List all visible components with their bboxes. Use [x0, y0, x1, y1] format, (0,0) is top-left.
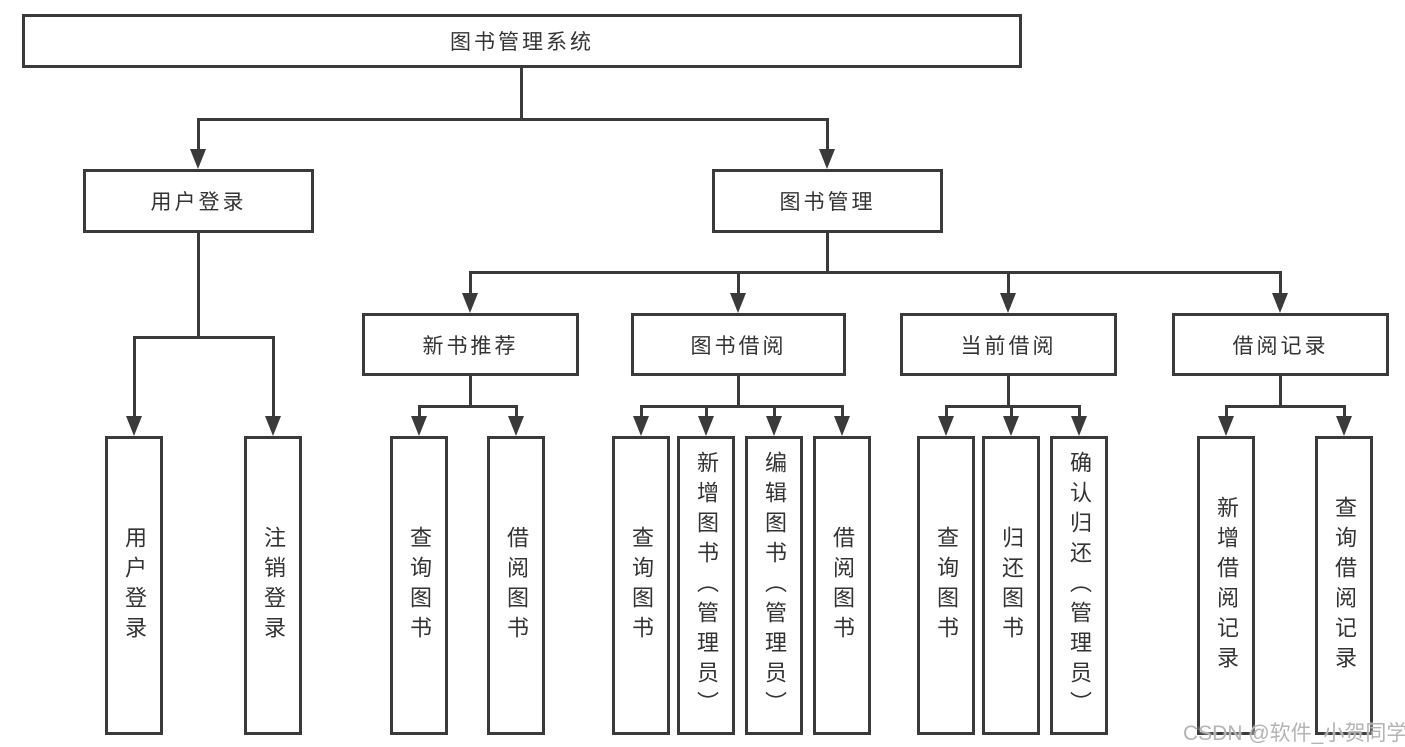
connector-hline [197, 118, 829, 121]
arrow-down-icon [1336, 416, 1352, 436]
arrow-down-icon [1003, 416, 1019, 436]
node-label: 查询借阅记录 [1332, 495, 1357, 676]
connector-vline [1007, 271, 1010, 295]
node-label: 用户登录 [122, 525, 147, 646]
leaf-confirm-return-admin: 确认归还（管理员） [1050, 436, 1108, 735]
connector-vline [841, 405, 844, 418]
node-label: 确认归还（管理员） [1067, 450, 1092, 721]
arrow-down-icon [938, 416, 954, 436]
leaf-query-borrow-record: 查询借阅记录 [1315, 436, 1373, 735]
connector-hline [640, 405, 844, 408]
connector-vline [469, 271, 472, 295]
node-new-book-recommendation: 新书推荐 [362, 313, 579, 376]
node-label: 新增图书（管理员） [694, 450, 719, 721]
node-label: 图书管理系统 [450, 31, 594, 54]
node-label: 新书推荐 [422, 334, 519, 358]
arrow-down-icon [190, 149, 206, 169]
node-borrowing-records: 借阅记录 [1172, 313, 1389, 376]
leaf-query-books-current: 查询图书 [917, 436, 975, 735]
node-user-login: 用户登录 [83, 169, 314, 233]
connector-vline [1007, 376, 1010, 405]
connector-vline [773, 405, 776, 418]
node-label: 借阅图书 [830, 525, 855, 646]
node-label: 借阅记录 [1232, 334, 1329, 358]
leaf-logout: 注销登录 [244, 436, 302, 735]
connector-hline [1225, 405, 1346, 408]
node-label: 图书管理 [779, 191, 876, 214]
csdn-watermark: CSDN @软件_小贺同学 [1183, 722, 1405, 745]
connector-vline [133, 336, 136, 417]
node-book-management: 图书管理 [712, 169, 943, 233]
node-label: 查询图书 [629, 525, 654, 646]
connector-vline [1078, 405, 1081, 418]
connector-vline [1279, 271, 1282, 295]
node-label: 查询图书 [407, 525, 432, 646]
leaf-borrow-books-recommend: 借阅图书 [487, 436, 545, 735]
arrow-down-icon [819, 149, 835, 169]
arrow-down-icon [834, 416, 850, 436]
node-label: 用户登录 [150, 191, 247, 214]
connector-vline [469, 376, 472, 405]
connector-vline [520, 68, 523, 118]
arrow-down-icon [508, 416, 524, 436]
connector-vline [826, 118, 829, 151]
arrow-down-icon [1218, 416, 1234, 436]
connector-vline [1343, 405, 1346, 418]
arrow-down-icon [1000, 293, 1016, 313]
node-label: 编辑图书（管理员） [762, 450, 787, 721]
leaf-add-borrow-record: 新增借阅记录 [1197, 436, 1255, 735]
node-library-management-system: 图书管理系统 [22, 14, 1022, 68]
connector-vline [515, 405, 518, 418]
arrow-down-icon [730, 293, 746, 313]
leaf-borrow-books: 借阅图书 [813, 436, 871, 735]
connector-vline [272, 336, 275, 417]
connector-vline [197, 233, 200, 336]
arrow-down-icon [1071, 416, 1087, 436]
arrow-down-icon [411, 416, 427, 436]
arrow-down-icon [265, 416, 281, 436]
arrow-down-icon [698, 416, 714, 436]
arrow-down-icon [126, 416, 142, 436]
node-label: 借阅图书 [504, 525, 529, 646]
arrow-down-icon [1272, 293, 1288, 313]
node-label: 注销登录 [261, 525, 286, 646]
connector-vline [826, 233, 829, 271]
leaf-query-books-recommend: 查询图书 [390, 436, 448, 735]
arrow-down-icon [766, 416, 782, 436]
connector-hline [418, 405, 518, 408]
leaf-user-login: 用户登录 [105, 436, 163, 735]
arrow-down-icon [633, 416, 649, 436]
node-label: 当前借阅 [960, 334, 1057, 358]
connector-vline [945, 405, 948, 418]
connector-vline [197, 118, 200, 151]
connector-vline [737, 376, 740, 405]
connector-vline [640, 405, 643, 418]
connector-vline [1279, 376, 1282, 405]
node-book-borrowing: 图书借阅 [631, 313, 846, 376]
arrow-down-icon [462, 293, 478, 313]
leaf-edit-book-admin: 编辑图书（管理员） [745, 436, 803, 735]
leaf-query-books-borrowing: 查询图书 [612, 436, 670, 735]
node-label: 新增借阅记录 [1214, 495, 1239, 676]
node-label: 图书借阅 [690, 334, 787, 358]
connector-hline [945, 405, 1081, 408]
connector-vline [1010, 405, 1013, 418]
node-label: 归还图书 [999, 525, 1024, 646]
leaf-return-book: 归还图书 [982, 436, 1040, 735]
connector-vline [1225, 405, 1228, 418]
connector-hline [469, 271, 1282, 274]
leaf-add-book-admin: 新增图书（管理员） [677, 436, 735, 735]
node-label: 查询图书 [934, 525, 959, 646]
connector-vline [418, 405, 421, 418]
connector-vline [737, 271, 740, 295]
connector-vline [705, 405, 708, 418]
node-current-borrowing: 当前借阅 [900, 313, 1117, 376]
connector-hline [133, 336, 275, 339]
